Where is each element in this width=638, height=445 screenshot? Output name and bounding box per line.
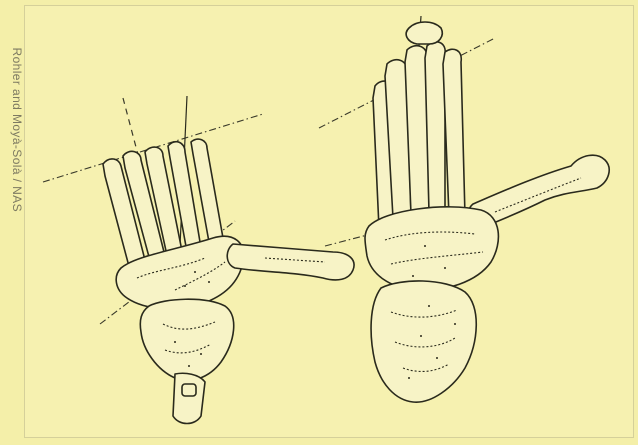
- right-metatarsal-4: [425, 42, 445, 221]
- left-foot-skeleton: [43, 96, 354, 424]
- left-hallux: [227, 244, 354, 280]
- right-calcaneus: [371, 281, 476, 402]
- right-tarsals: [365, 207, 498, 290]
- left-stub-socket: [182, 384, 196, 396]
- foot-bones-drawing: [25, 6, 635, 439]
- illustration-panel: [24, 5, 634, 438]
- left-calcaneus: [140, 299, 233, 380]
- right-metatarsal-5: [443, 49, 465, 224]
- right-foot-skeleton: [319, 16, 609, 402]
- left-distal-stub: [173, 373, 205, 423]
- credit-strip: Rohler and Moyà-Solà / NAS: [0, 0, 24, 445]
- right-phalanx-tips: [406, 22, 442, 44]
- image-credit: Rohler and Moyà-Solà / NAS: [10, 2, 24, 212]
